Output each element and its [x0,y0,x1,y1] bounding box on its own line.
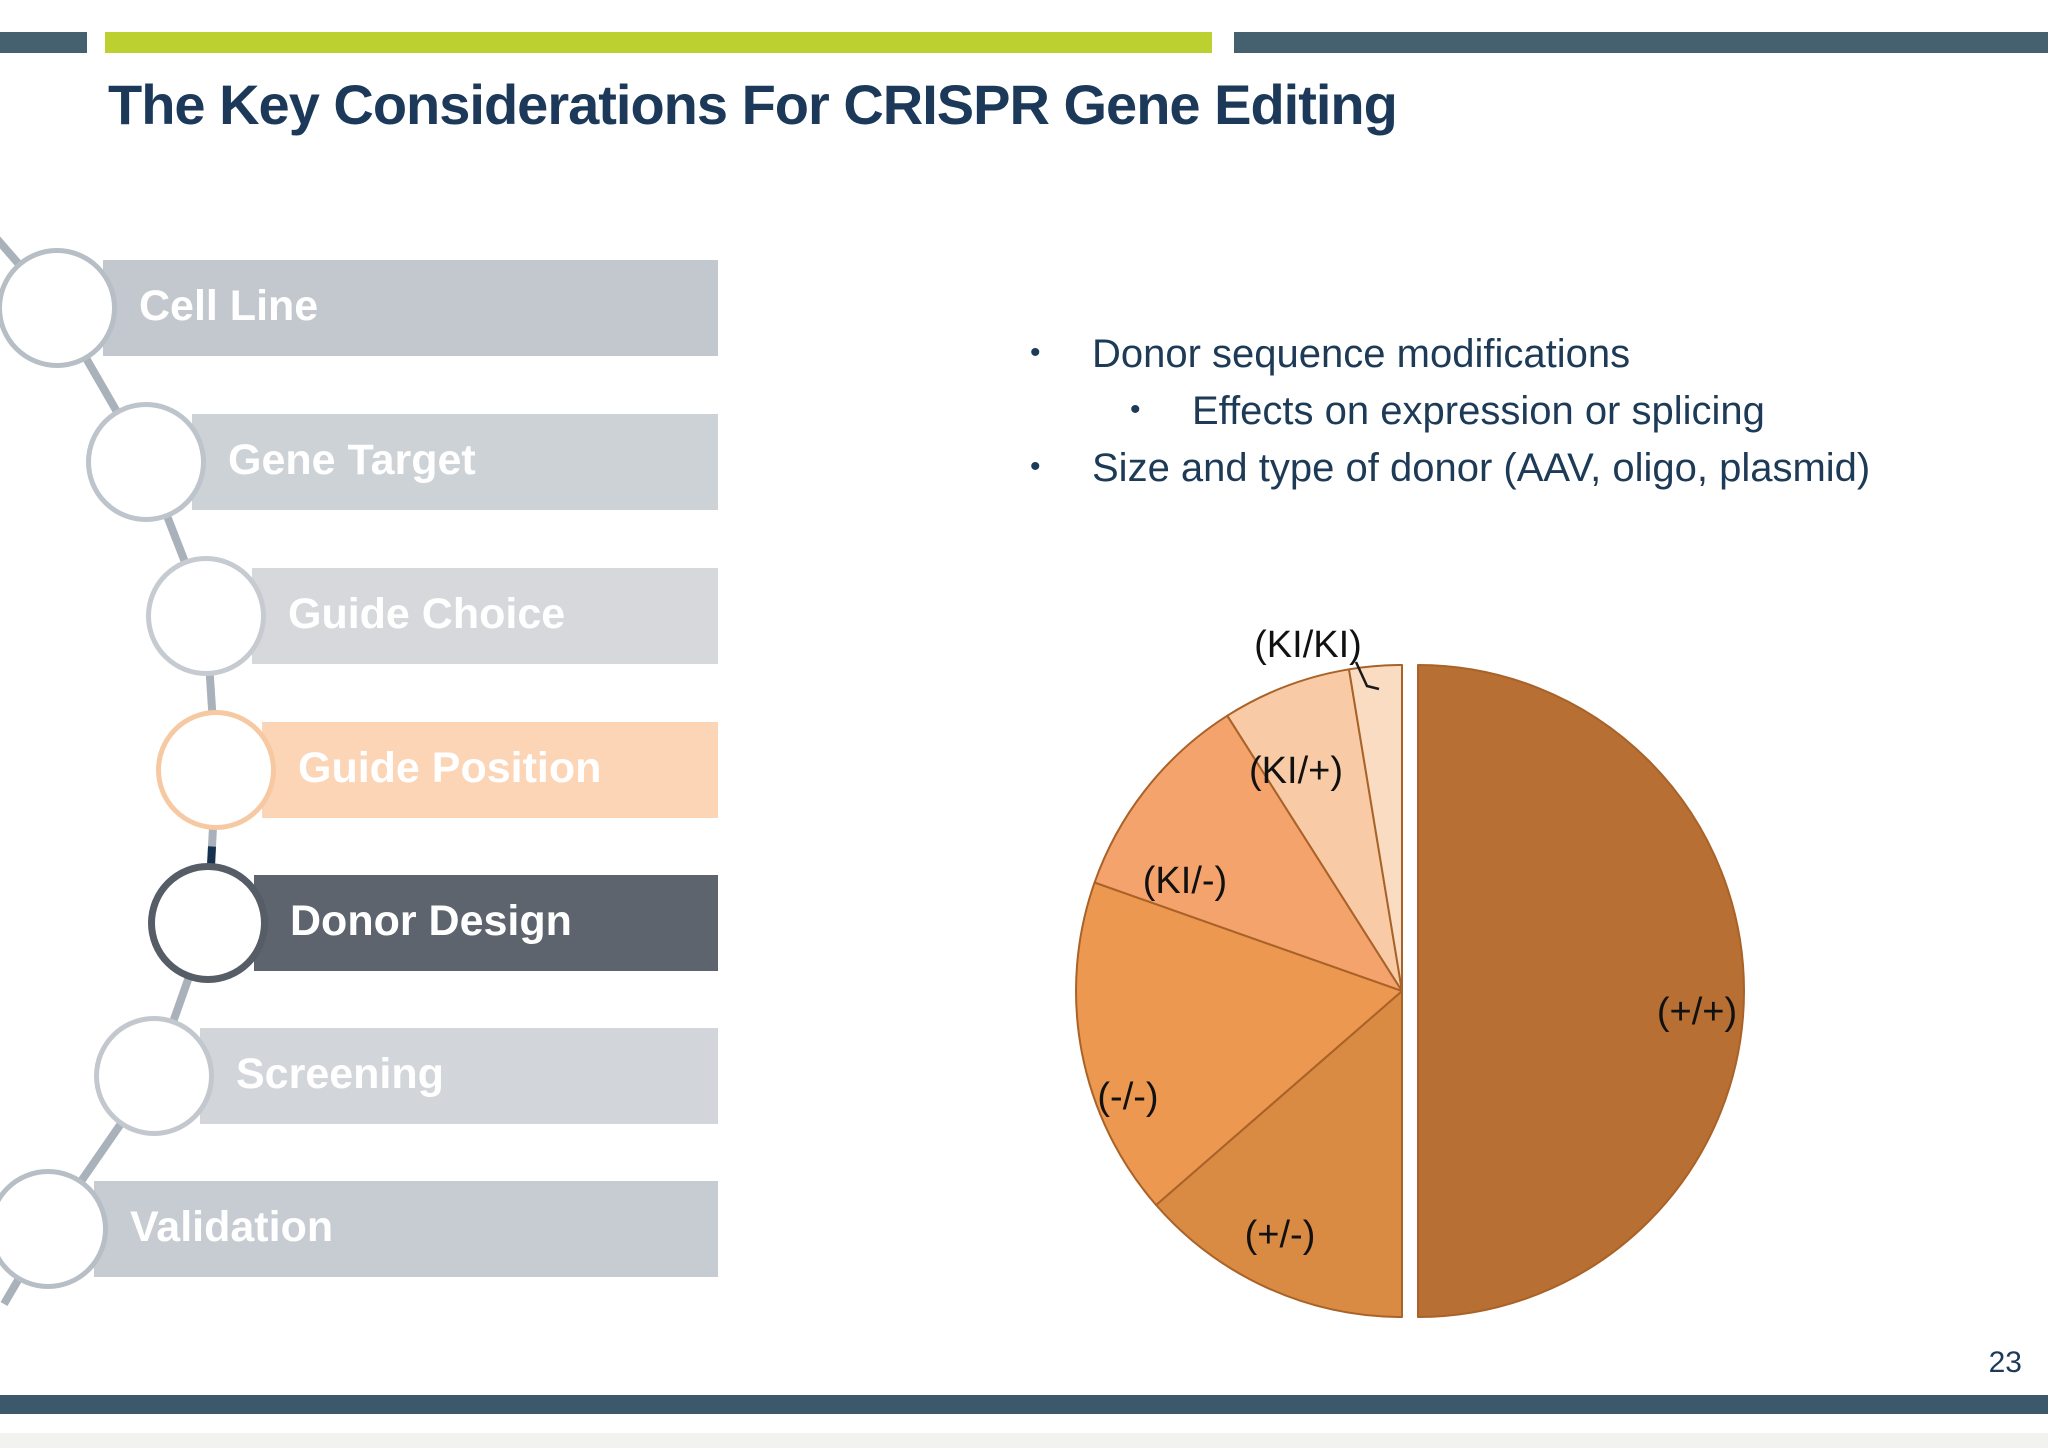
top-bar-green [105,32,1212,53]
step-circle-screening [94,1016,214,1136]
page-number: 23 [1988,1346,2022,1379]
step-bar-validation [94,1181,718,1277]
step-label-validation: Validation [130,1203,334,1251]
step-label-donor-design: Donor Design [290,897,572,945]
step-circle-donor-design [148,863,268,983]
pie-slice-kiki [1348,663,1403,992]
step-bar-screening [200,1028,718,1124]
pie-slice-ki+ [1226,668,1403,992]
bullet-dot: • [1130,393,1141,426]
pie-label---: (-/-) [1097,1076,1158,1118]
step-bar-guide-position [262,722,718,818]
bottom-edge-strip [0,1433,2048,1448]
bottom-bar [0,1395,2048,1414]
bullet-dot: • [1030,336,1041,369]
bullet-text: Donor sequence modifications [1092,332,1631,376]
pie-leader-line-kiki [1354,661,1380,691]
pie-label-ki-: (KI/-) [1143,860,1227,902]
pie-label-kiki: (KI/KI) [1254,624,1362,666]
pie-slice-++ [1417,664,1745,1318]
step-label-screening: Screening [236,1050,444,1098]
step-bar-donor-design [254,875,718,971]
step-bar-guide-choice [252,568,718,664]
step-label-cell-line: Cell Line [139,282,319,330]
step-bar-cell-line [103,260,718,356]
step-circle-gene-target [86,402,206,522]
pie-slice-+- [1155,990,1403,1318]
step-label-guide-position: Guide Position [298,744,602,792]
step-circle-guide-position [156,710,276,830]
pie-slice-ki- [1093,714,1403,992]
pie-label-+-: (+/-) [1245,1214,1316,1256]
bullet-dot: • [1030,450,1041,483]
top-bar-slate-left [0,32,87,53]
top-bar-slate-right [1234,32,2048,53]
bullet-text: Effects on expression or splicing [1192,389,1765,433]
step-circle-guide-choice [146,556,266,676]
pie-label-++: (+/+) [1657,991,1737,1033]
pie-label-ki+: (KI/+) [1249,750,1343,792]
step-circle-cell-line [0,248,117,368]
step-label-gene-target: Gene Target [228,436,476,484]
page-title: The Key Considerations For CRISPR Gene E… [108,73,1398,136]
bullet-text: Size and type of donor (AAV, oligo, plas… [1092,446,1871,490]
step-label-guide-choice: Guide Choice [288,590,566,638]
step-bar-gene-target [192,414,718,510]
